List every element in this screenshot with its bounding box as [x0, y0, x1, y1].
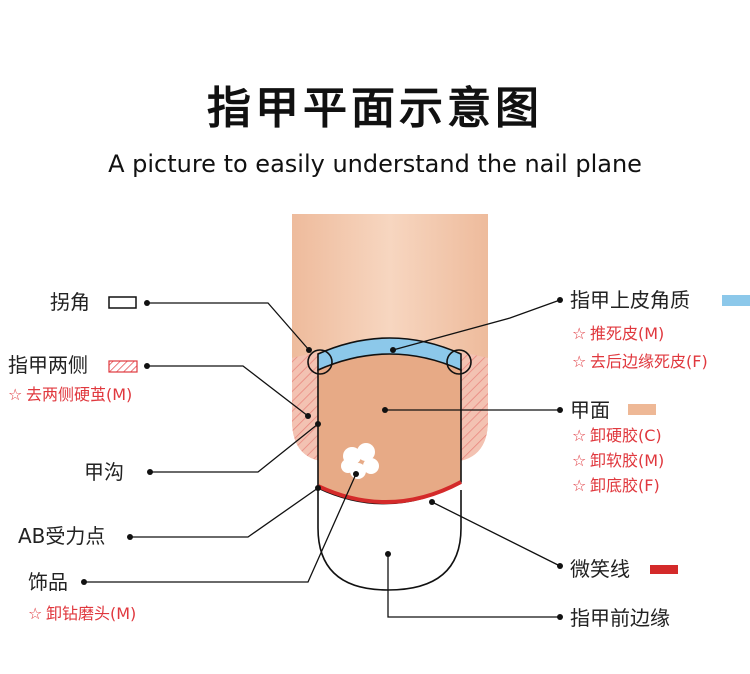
label-cuticle: 指甲上皮角质	[570, 288, 690, 312]
star-icon: ☆	[572, 426, 590, 446]
label-nail-groove: 甲沟	[84, 460, 124, 484]
nail-plate	[318, 352, 461, 504]
label-stress-point: AB受力点	[18, 524, 105, 548]
nail-plate-legend-icon	[628, 404, 656, 415]
star-icon: ☆	[572, 352, 590, 372]
tip-nail-plate-1: ☆卸硬胶(C)	[572, 426, 662, 446]
corner-legend-icon	[109, 297, 136, 308]
tip-nail-plate-2: ☆卸软胶(M)	[572, 451, 664, 471]
sides-legend-icon	[109, 361, 137, 372]
tip-cuticle-1: ☆推死皮(M)	[572, 324, 664, 344]
cuticle-legend-icon	[722, 295, 750, 306]
star-icon: ☆	[572, 476, 590, 496]
star-icon: ☆	[28, 604, 46, 624]
tip-decoration: ☆卸钻磨头(M)	[28, 604, 136, 624]
free-edge-outline	[318, 490, 461, 590]
label-corner: 拐角	[50, 290, 90, 314]
star-icon: ☆	[572, 324, 590, 344]
smile-line-legend-icon	[650, 565, 678, 574]
label-nail-plate: 甲面	[570, 398, 610, 422]
tip-nail-plate-3: ☆卸底胶(F)	[572, 476, 660, 496]
star-icon: ☆	[8, 385, 26, 405]
label-decoration: 饰品	[28, 570, 68, 594]
label-nail-sides: 指甲两侧	[8, 353, 88, 377]
tip-cuticle-2: ☆去后边缘死皮(F)	[572, 352, 708, 372]
label-smile-line: 微笑线	[570, 557, 630, 581]
label-free-edge: 指甲前边缘	[570, 606, 670, 630]
star-icon: ☆	[572, 451, 590, 471]
tip-sides: ☆去两侧硬茧(M)	[8, 385, 132, 405]
